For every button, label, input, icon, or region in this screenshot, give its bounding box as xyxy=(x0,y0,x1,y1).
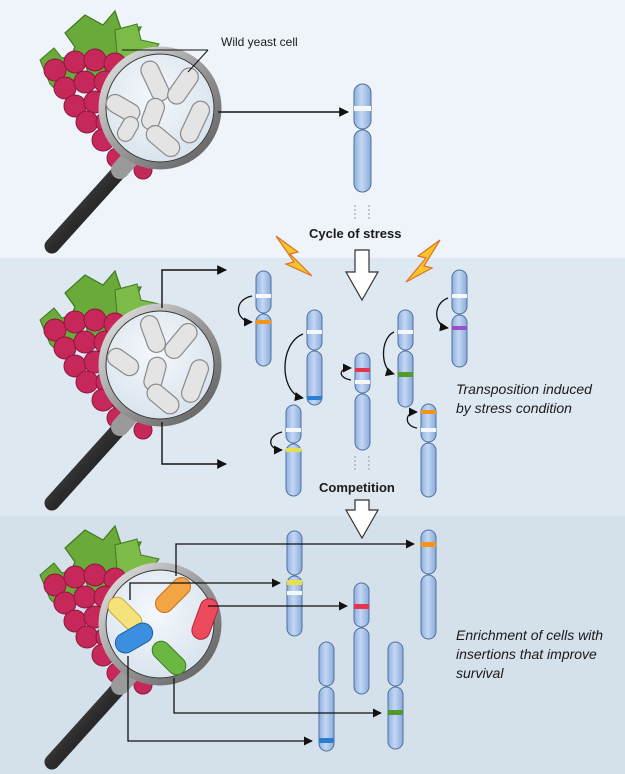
magnifier-middle xyxy=(52,307,218,503)
chromosome-enriched-green xyxy=(387,641,404,750)
chromosome-insertion-yellow xyxy=(270,404,302,497)
chromosome-insertion-red xyxy=(340,352,371,451)
competition-label: Competition xyxy=(319,480,395,495)
chromosome-initial xyxy=(353,83,372,193)
chromosome-insertion-green xyxy=(382,309,414,408)
chromosome-insertion-purple xyxy=(436,269,468,368)
transposition-label: Transposition induced by stress conditio… xyxy=(456,381,592,416)
chromosome-enriched-blue xyxy=(318,641,335,752)
arrow-blue-cell xyxy=(127,656,313,746)
chromosome-enriched-red xyxy=(353,582,370,695)
chromosome-enriched-yellow xyxy=(286,530,303,637)
yeast-cells-stressed xyxy=(106,315,210,415)
enrichment-label: Enrichment of cells with insertions that… xyxy=(456,627,604,681)
lightning-icon xyxy=(275,235,313,277)
chromosome-insertion-orange xyxy=(237,270,272,367)
chromosome-insertion-blue xyxy=(284,309,323,406)
wild-yeast-label: Wild yeast cell xyxy=(221,35,298,49)
magnifier-bottom xyxy=(52,566,221,762)
arrow-lower-branch xyxy=(161,422,227,469)
magnifier-top xyxy=(52,50,218,246)
arrow-yellow-cell xyxy=(129,578,281,600)
stress-arrow xyxy=(344,205,380,302)
arrow-orange-cell xyxy=(175,539,415,576)
arrow-green-cell xyxy=(173,678,382,718)
chromosome-insertion-orange-2 xyxy=(406,403,437,498)
yeast-cell-orange xyxy=(155,577,191,613)
chromosome-enriched-orange xyxy=(420,529,437,640)
wild-yeast-pointer-tail xyxy=(187,49,209,73)
arrow-upper-branch xyxy=(161,265,227,308)
yeast-cell-blue xyxy=(114,622,154,654)
competition-arrow xyxy=(344,456,380,540)
yeast-cells-wild xyxy=(105,60,211,158)
yeast-cell-green xyxy=(151,640,187,676)
lightning-icon xyxy=(405,239,441,283)
cycle-of-stress-label: Cycle of stress xyxy=(309,226,402,241)
yeast-cell-red xyxy=(191,598,219,640)
